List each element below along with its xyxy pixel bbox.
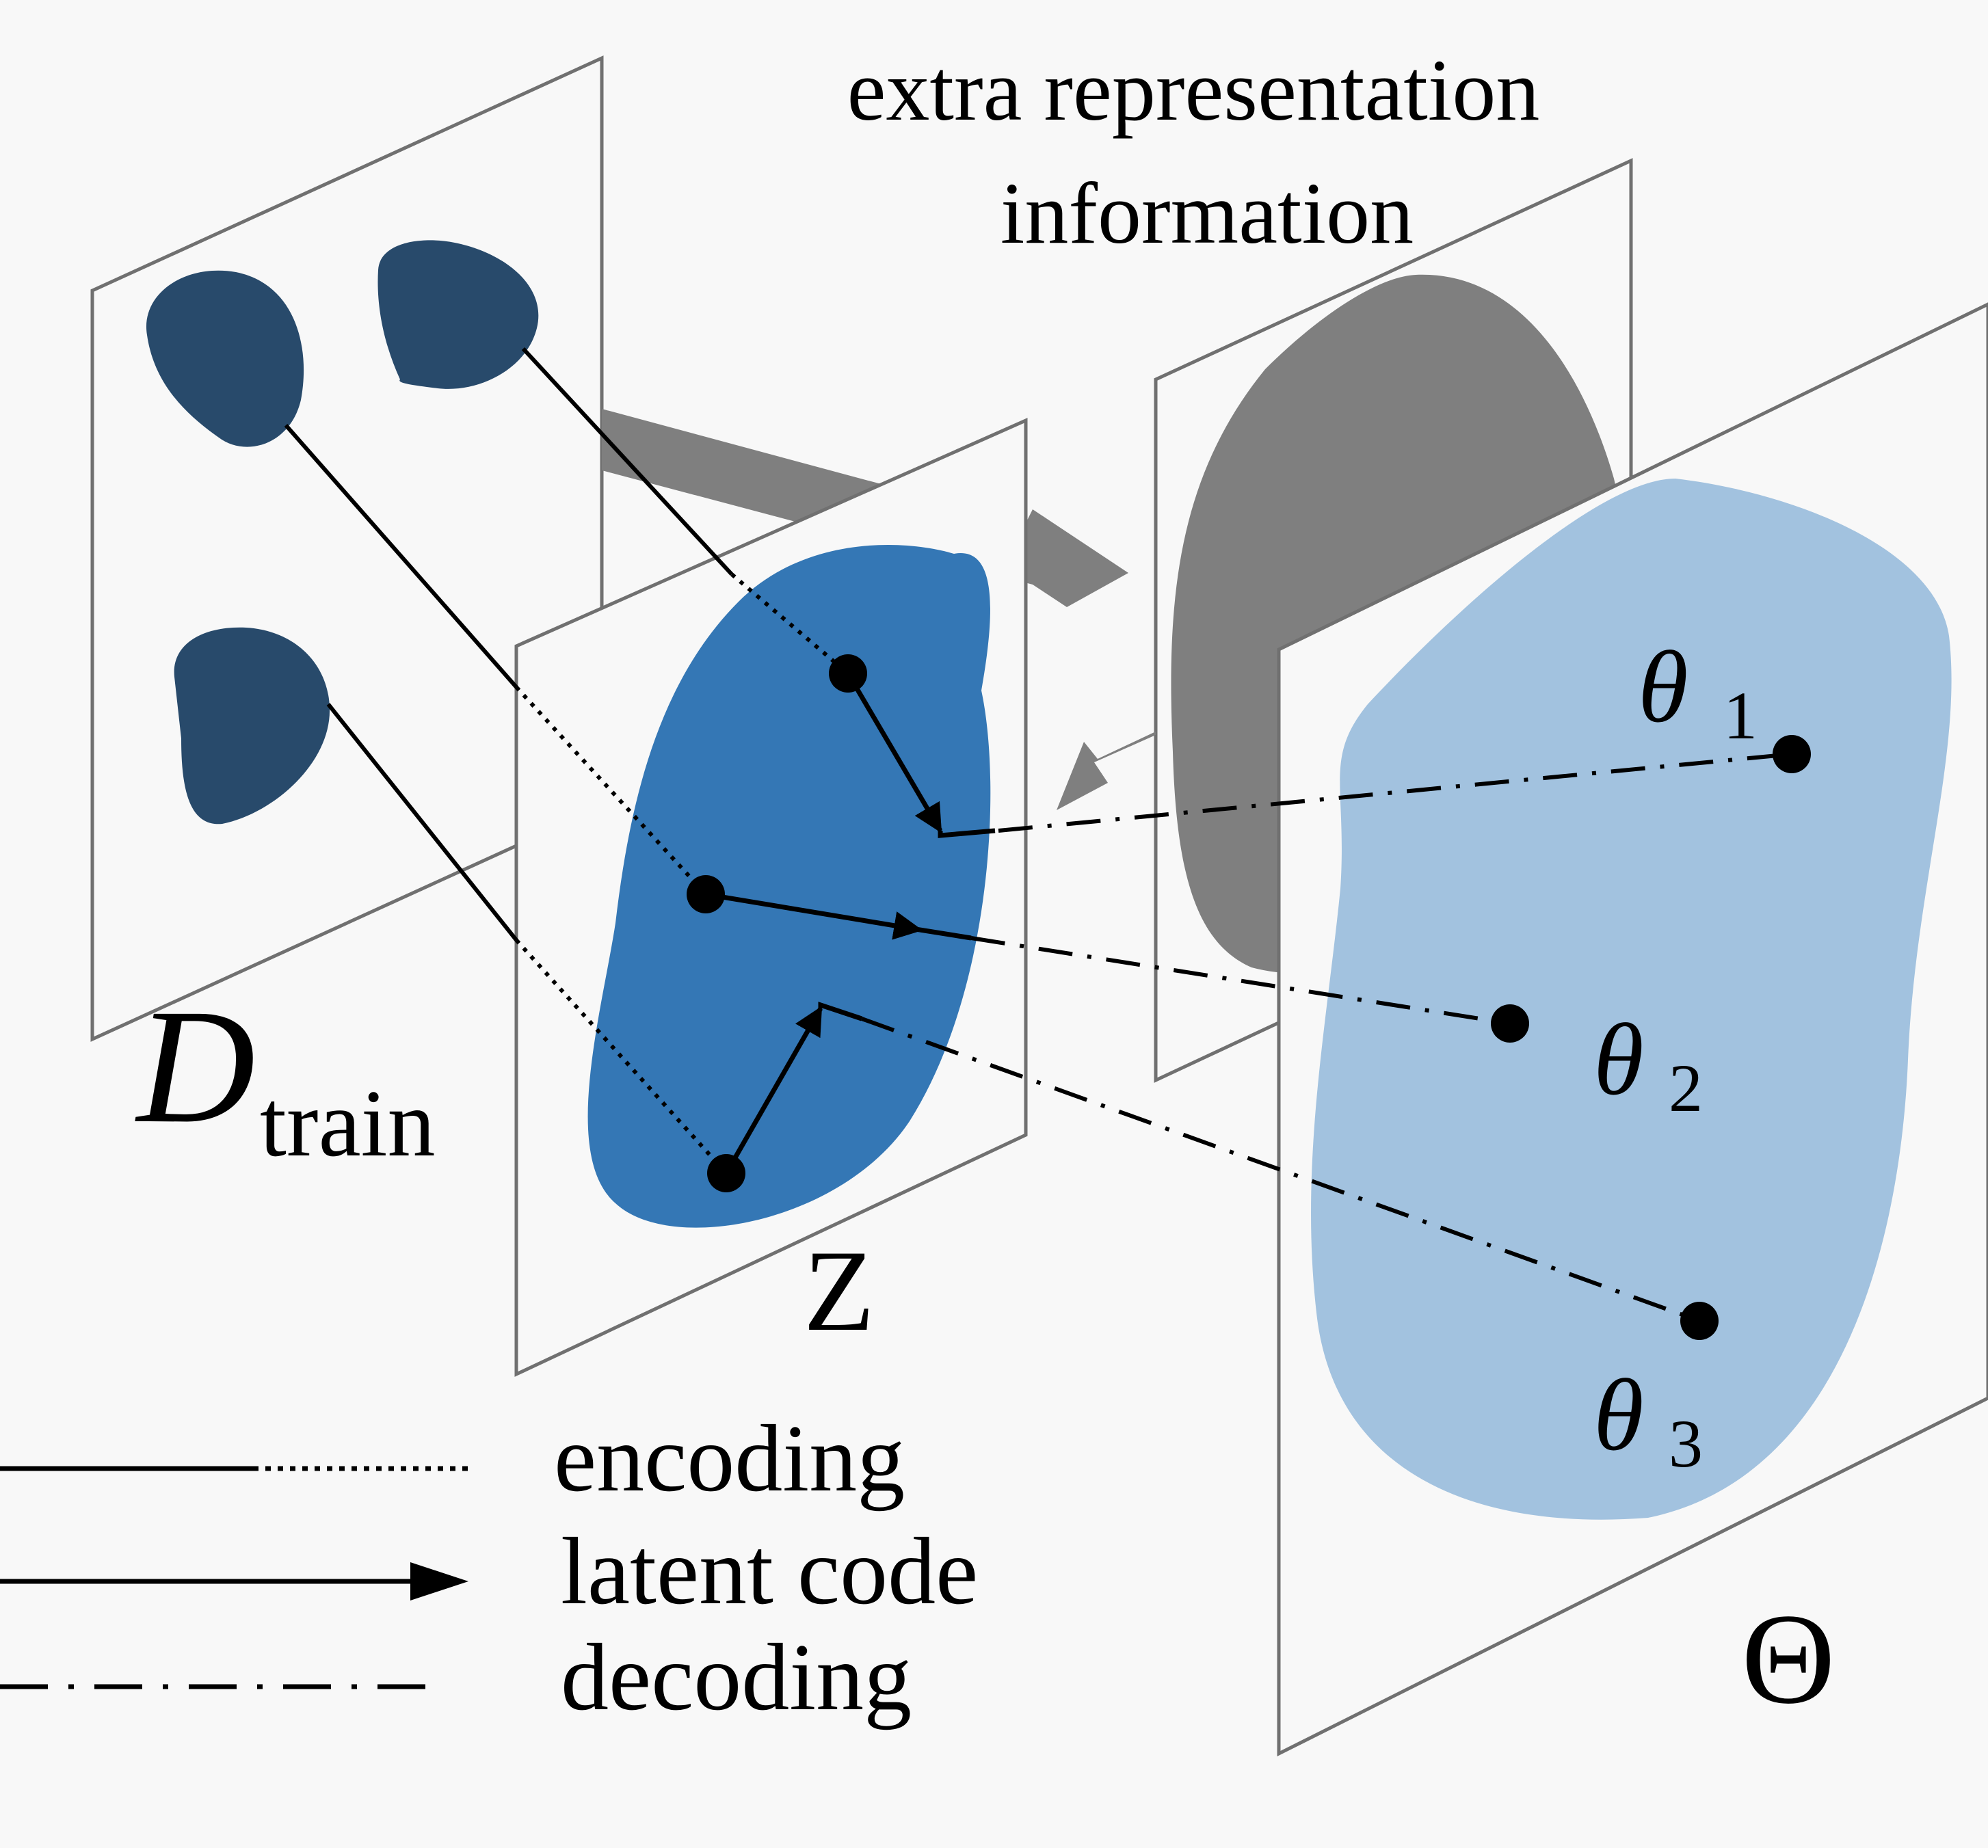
theta3-subscript: 3 [1669,1406,1703,1482]
legend: encoding latent code decoding [0,1406,978,1730]
title-line-1: extra representation [847,42,1540,139]
theta1-subscript: 1 [1723,678,1758,753]
theta3-symbol: θ [1593,1358,1644,1472]
theta2-subscript: 2 [1669,1050,1703,1126]
legend-decoding-label: decoding [561,1624,912,1730]
theta-point-1 [1773,735,1811,773]
theta1-symbol: θ [1638,630,1688,744]
dtrain-subscript: train [260,1071,436,1177]
encoding-lines [284,347,849,1175]
legend-latent-label: latent code [561,1518,978,1624]
decoding-lines [860,752,1792,1323]
task-blob-2 [377,240,539,389]
latent-point-1 [829,654,867,693]
theta-point-3 [1680,1302,1719,1340]
legend-encoding-label: encoding [554,1406,905,1512]
theta2-symbol: θ [1593,1003,1644,1116]
latent-code-arrows [705,672,996,1175]
title-line-2: information [1000,165,1414,262]
legend-latent-sample [0,1562,468,1601]
task-blob-3 [174,627,330,825]
latent-point-2 [687,875,725,913]
theta-point-2 [1491,1004,1529,1043]
latent-blob [587,544,991,1228]
z-label: Z [804,1227,875,1355]
back-gray-arrow [1057,732,1156,810]
latent-point-3 [707,1154,745,1192]
points [687,654,1811,1340]
dtrain-symbol: D [135,975,255,1157]
theta-space-label: Θ [1741,1588,1835,1731]
task-blob-1 [146,270,304,447]
